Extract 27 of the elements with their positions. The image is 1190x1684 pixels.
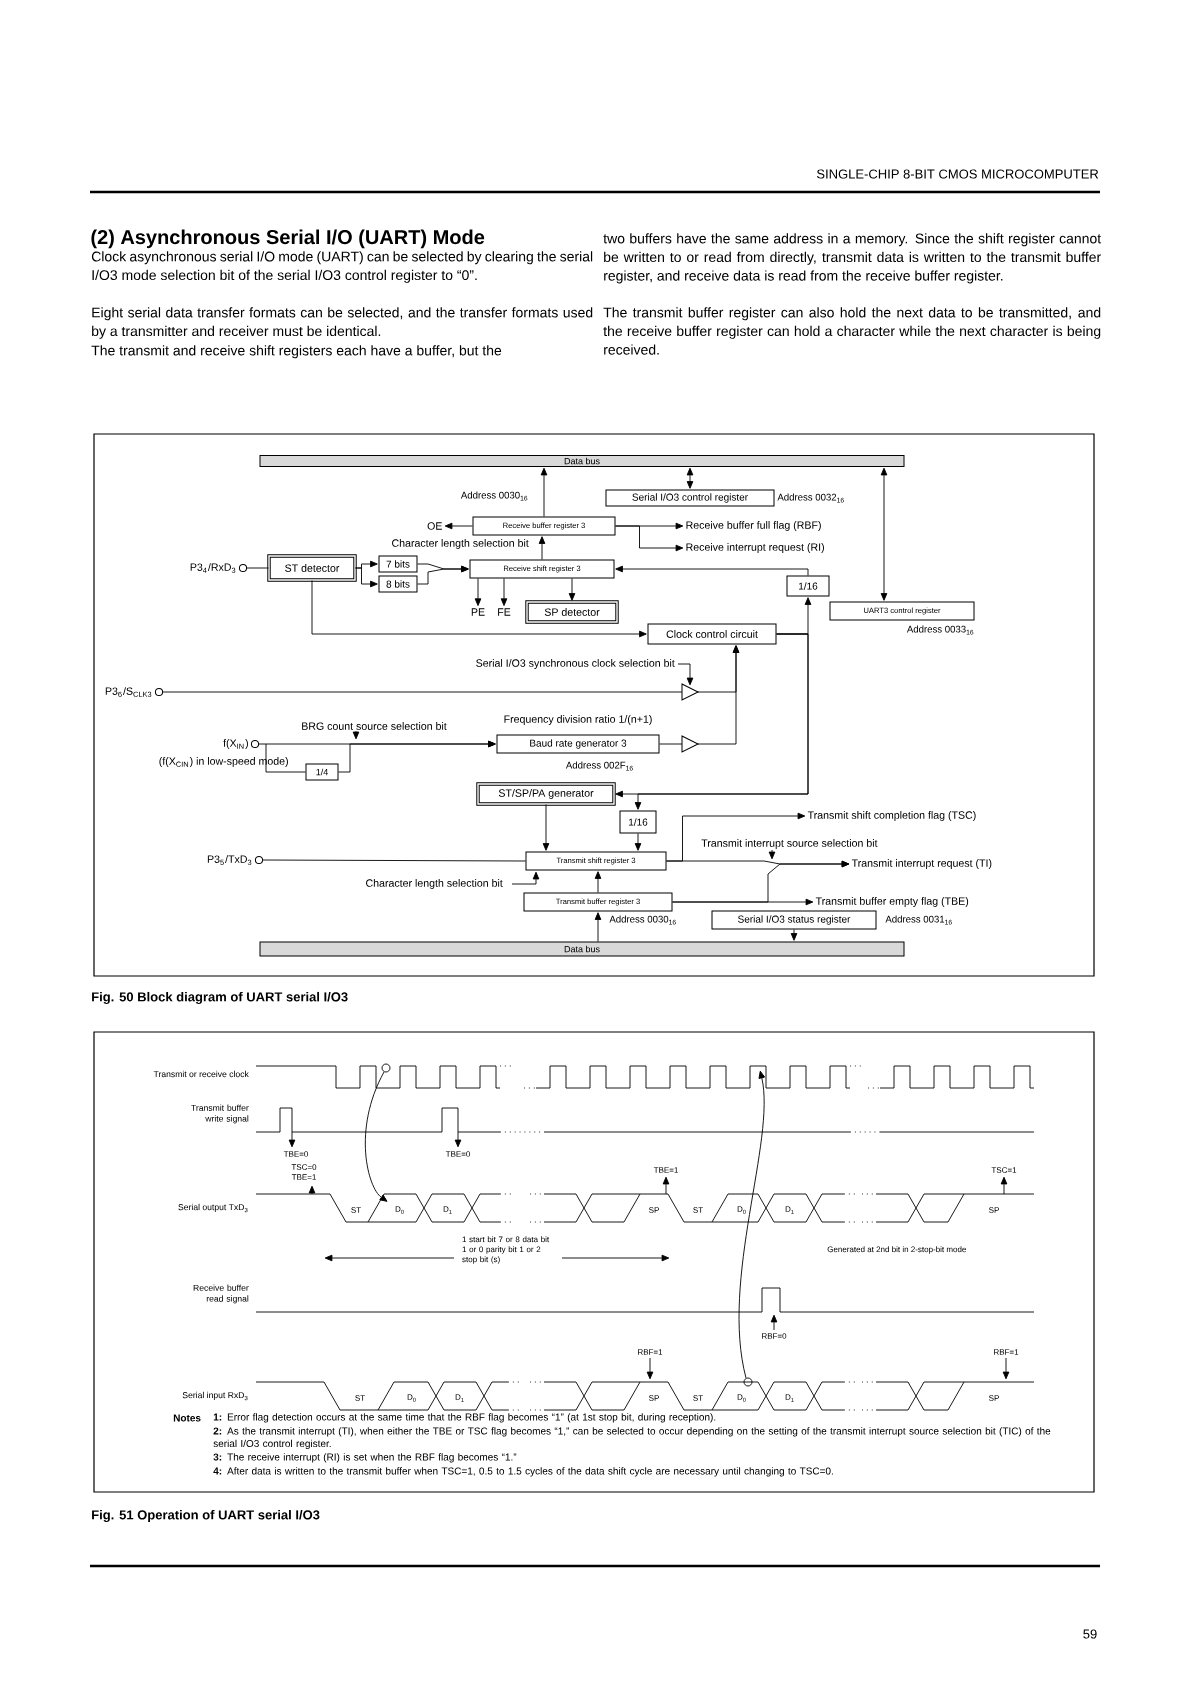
connector (659, 645, 740, 745)
connector (540, 467, 548, 517)
connector (634, 633, 809, 810)
connector (686, 467, 694, 489)
connector (355, 560, 378, 569)
connector (880, 467, 888, 601)
connector (790, 929, 798, 941)
connector (338, 740, 496, 773)
connector (594, 912, 602, 942)
connector (474, 578, 482, 606)
connector (246, 567, 269, 569)
connector (444, 522, 473, 530)
section-heading: (2) Asynchronous Serial I/O (UART) Mode (91, 229, 485, 249)
connector (311, 580, 647, 638)
connector (500, 578, 508, 606)
connector (542, 804, 550, 851)
connector (265, 743, 306, 773)
connector (672, 860, 850, 903)
connector (538, 536, 546, 560)
connector (615, 565, 809, 576)
connector (615, 525, 684, 552)
connector (594, 871, 602, 893)
connector (417, 565, 469, 585)
connector (355, 567, 378, 588)
connector (568, 578, 576, 601)
connector (634, 833, 642, 851)
connector (262, 859, 526, 862)
